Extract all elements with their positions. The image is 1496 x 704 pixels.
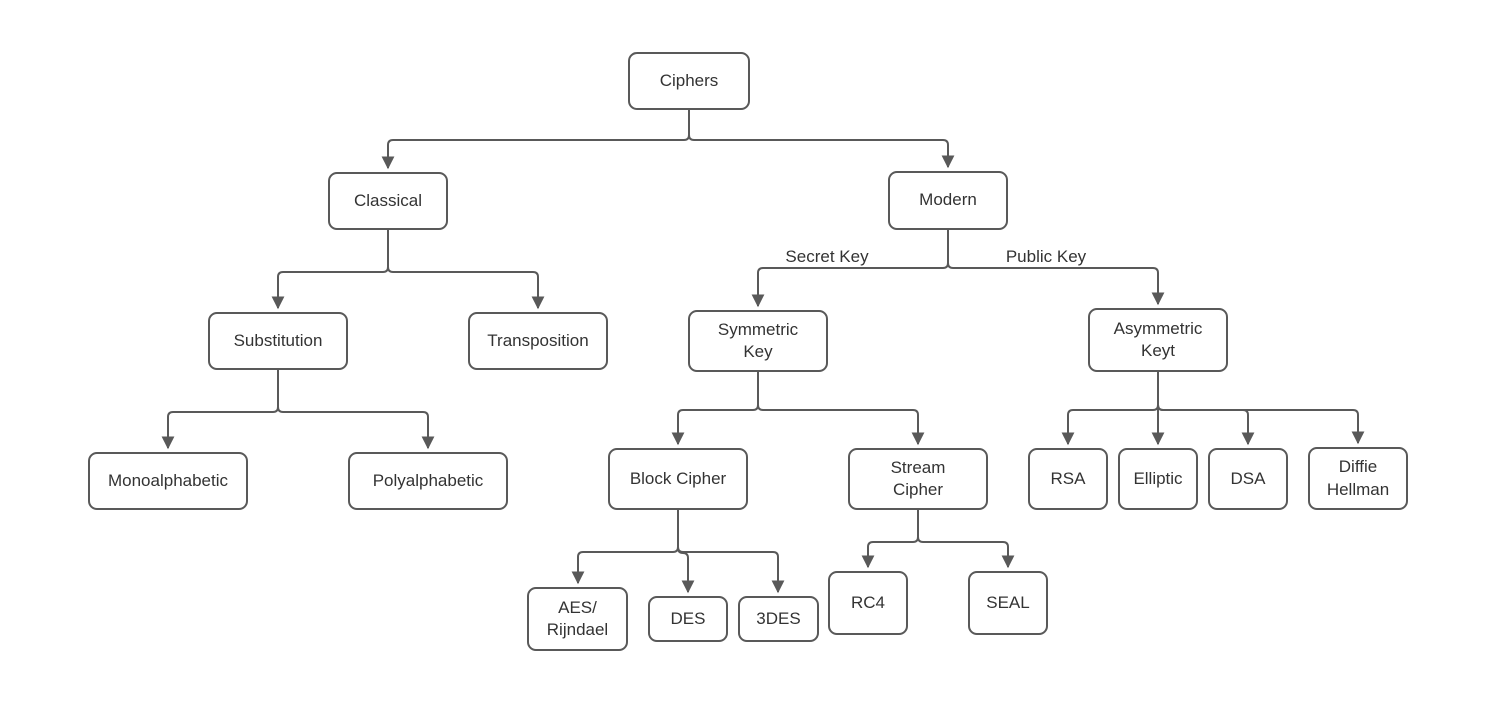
node-des: DES xyxy=(648,596,728,642)
connector-symmetric-block-cipher xyxy=(671,372,759,446)
node-dsa-label: DSA xyxy=(1230,468,1266,488)
node-rc4-label: RC4 xyxy=(850,592,885,612)
node-des-label: DES xyxy=(670,608,706,628)
connector-classical-transposition xyxy=(387,230,545,310)
node-seal: SEAL xyxy=(968,571,1048,635)
node-elliptic-label: Elliptic xyxy=(1133,468,1183,488)
node-modern: Modern xyxy=(888,171,1008,230)
node-monoalphabetic-label: Monoalphabetic xyxy=(107,470,229,490)
connector-ciphers-classical xyxy=(381,110,690,170)
connector-substitution-monoalphabetic xyxy=(161,370,279,450)
node-modern-label: Modern xyxy=(919,190,977,210)
connector-modern-symmetric-key xyxy=(751,230,949,308)
node-rsa-label: RSA xyxy=(1050,468,1086,488)
node-aes-rijndael: AES/ Rijndael xyxy=(527,587,628,651)
connector-block-3des xyxy=(677,510,785,594)
connector-substitution-polyalphabetic xyxy=(277,370,435,450)
node-substitution-label: Substitution xyxy=(233,330,323,350)
node-transposition: Transposition xyxy=(468,312,608,370)
node-3des: 3DES xyxy=(738,596,819,642)
edge-label-secret-key: Secret Key xyxy=(782,247,872,267)
connector-ciphers-modern xyxy=(688,110,955,169)
connector-asymmetric-dsa xyxy=(1157,372,1255,446)
edge-label-public-key: Public Key xyxy=(1002,247,1090,267)
connector-stream-seal xyxy=(917,510,1015,569)
node-classical-label: Classical xyxy=(353,190,423,210)
node-seal-label: SEAL xyxy=(986,592,1030,612)
node-asymmetric-keyt: Asymmetric Keyt xyxy=(1088,308,1228,372)
node-diffie-hellman-label: Diffie Hellman xyxy=(1326,457,1390,499)
connector-asymmetric-rsa xyxy=(1061,372,1159,446)
node-symmetric-key: Symmetric Key xyxy=(688,310,828,372)
node-monoalphabetic: Monoalphabetic xyxy=(88,452,248,510)
connector-modern-asymmetric-keyt xyxy=(947,230,1165,306)
node-polyalphabetic: Polyalphabetic xyxy=(348,452,508,510)
node-polyalphabetic-label: Polyalphabetic xyxy=(372,470,484,490)
node-block-cipher: Block Cipher xyxy=(608,448,748,510)
node-diffie-hellman: Diffie Hellman xyxy=(1308,447,1408,510)
node-3des-label: 3DES xyxy=(756,608,801,628)
node-rsa: RSA xyxy=(1028,448,1108,510)
node-ciphers-label: Ciphers xyxy=(659,70,719,90)
node-symmetric-key-label: Symmetric Key xyxy=(717,319,799,361)
node-block-cipher-label: Block Cipher xyxy=(629,468,727,488)
node-aes-rijndael-label: AES/ Rijndael xyxy=(546,597,609,639)
node-asymmetric-keyt-label: Asymmetric Keyt xyxy=(1113,318,1203,360)
node-dsa: DSA xyxy=(1208,448,1288,510)
node-elliptic: Elliptic xyxy=(1118,448,1198,510)
node-stream-cipher: Stream Cipher xyxy=(848,448,988,510)
node-ciphers: Ciphers xyxy=(628,52,750,110)
connector-block-aes-rijndael xyxy=(571,510,679,585)
connector-classical-substitution xyxy=(271,230,389,310)
node-classical: Classical xyxy=(328,172,448,230)
node-rc4: RC4 xyxy=(828,571,908,635)
node-substitution: Substitution xyxy=(208,312,348,370)
connector-symmetric-stream-cipher xyxy=(757,372,925,446)
connector-stream-rc4 xyxy=(861,510,919,569)
connector-asymmetric-diffie-hellman xyxy=(1157,372,1365,445)
node-transposition-label: Transposition xyxy=(487,330,589,350)
node-stream-cipher-label: Stream Cipher xyxy=(890,457,946,499)
